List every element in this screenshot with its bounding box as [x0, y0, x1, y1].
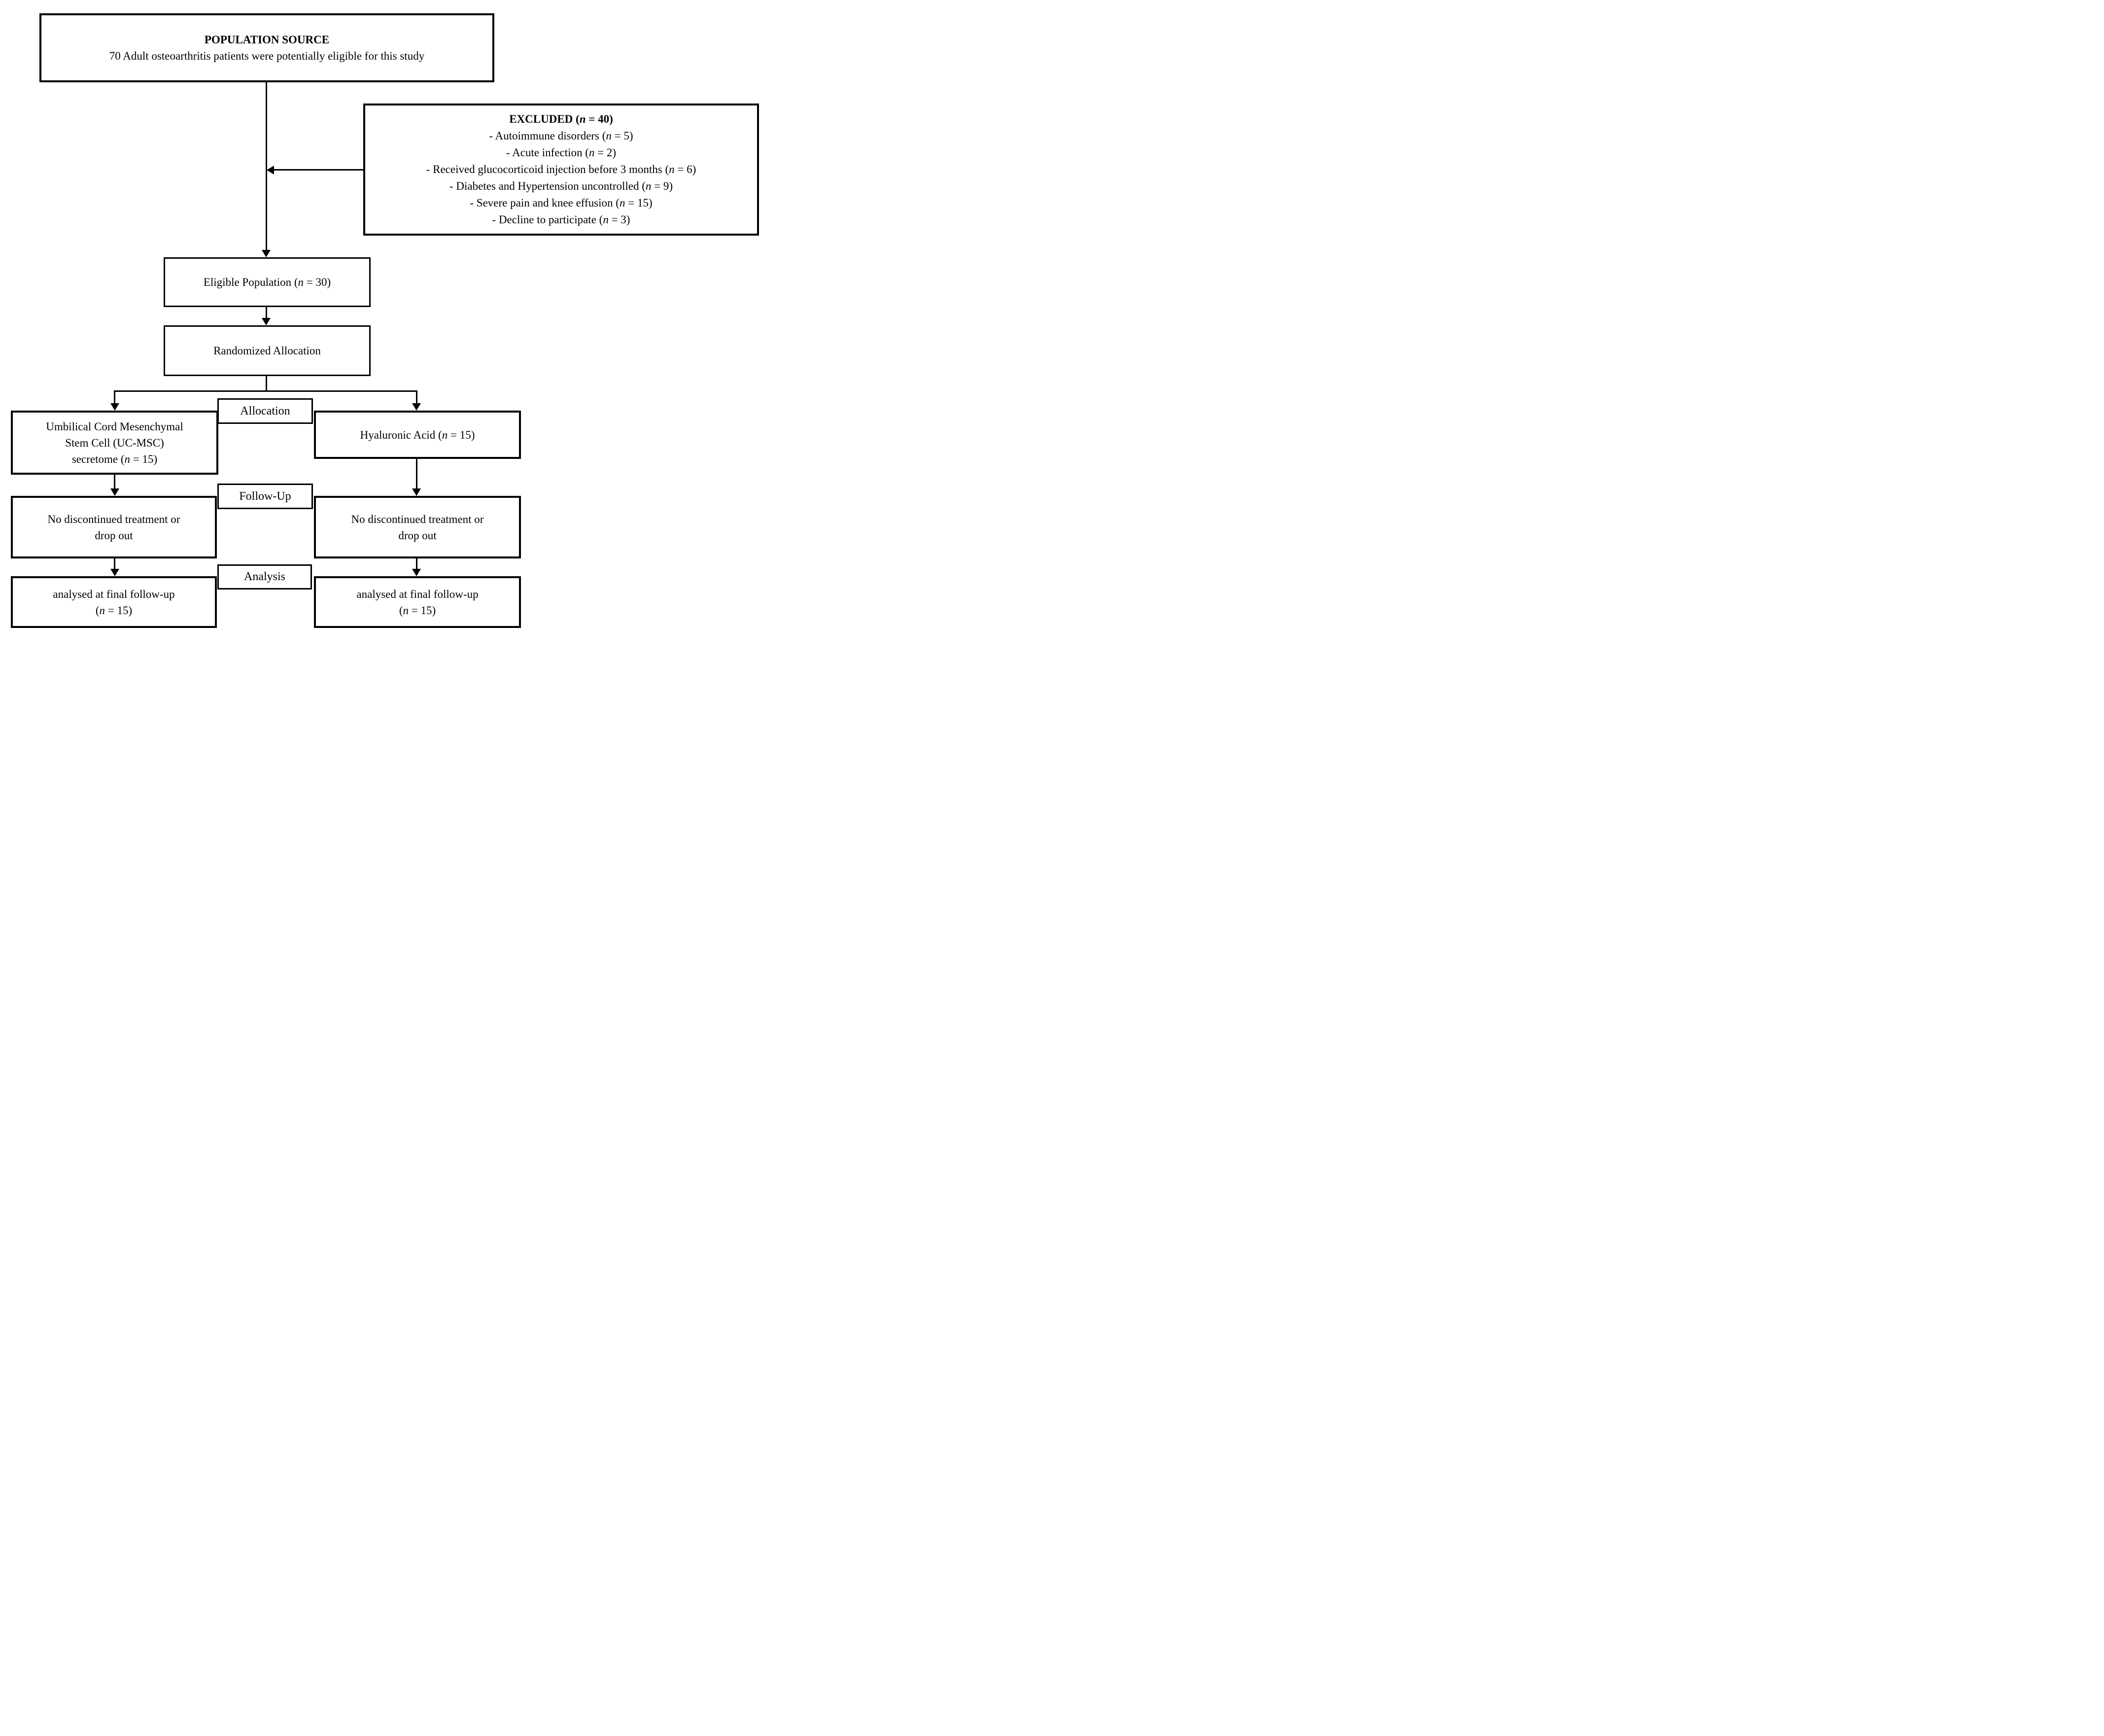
- ucmsc-arm-line: Stem Cell (UC-MSC): [65, 436, 164, 449]
- followup-left-box: No discontinued treatment or drop out: [11, 496, 217, 558]
- line-eligible-to-randomized: [266, 307, 267, 319]
- arrowhead-into-eligible: [262, 250, 271, 257]
- analysis-left-line: (n = 15): [95, 604, 133, 617]
- followup-left-line: drop out: [95, 529, 133, 542]
- population-source-title: POPULATION SOURCE: [204, 34, 330, 46]
- excluded-box: EXCLUDED (n = 40) - Autoimmune disorders…: [363, 104, 759, 236]
- analysis-stage-label: Analysis: [244, 570, 285, 583]
- analysis-right-line: analysed at final follow-up: [356, 588, 479, 600]
- consort-flow-diagram: POPULATION SOURCE 70 Adult osteoarthriti…: [0, 0, 761, 631]
- ucmsc-arm-line: Umbilical Cord Mesenchymal: [46, 420, 183, 433]
- arrowhead-into-randomized: [262, 318, 271, 325]
- analysis-right-line: (n = 15): [399, 604, 436, 617]
- arrowhead-excluded-left: [267, 166, 274, 174]
- randomized-allocation-label: Randomized Allocation: [213, 345, 321, 357]
- eligible-population-label: Eligible Population (n = 30): [203, 276, 331, 288]
- hyaluronic-arm-box: Hyaluronic Acid (n = 15): [314, 411, 521, 459]
- population-source-subtitle: 70 Adult osteoarthritis patients were po…: [109, 50, 425, 62]
- arrowhead-into-ucmsc: [110, 403, 119, 411]
- excluded-item: - Received glucocorticoid injection befo…: [426, 163, 696, 175]
- excluded-title: EXCLUDED (n = 40): [509, 113, 613, 125]
- analysis-right-box: analysed at final follow-up (n = 15): [314, 576, 521, 628]
- followup-right-line: drop out: [398, 529, 437, 542]
- line-ucmsc-to-followup: [114, 475, 115, 489]
- ucmsc-arm-line: secretome (n = 15): [71, 452, 158, 465]
- population-source-box: POPULATION SOURCE 70 Adult osteoarthriti…: [39, 13, 494, 82]
- arrowhead-into-analysis-left: [110, 569, 119, 576]
- followup-stage-label: Follow-Up: [239, 489, 291, 503]
- analysis-stage-label-box: Analysis: [217, 564, 312, 590]
- arrowhead-into-followup-left: [110, 488, 119, 496]
- followup-stage-label-box: Follow-Up: [217, 484, 313, 509]
- excluded-item: - Diabetes and Hypertension uncontrolled…: [449, 180, 673, 192]
- randomized-allocation-box: Randomized Allocation: [164, 325, 371, 376]
- hyaluronic-arm-line: Hyaluronic Acid (n = 15): [360, 428, 475, 441]
- excluded-item: - Decline to participate (n = 3): [492, 213, 630, 226]
- excluded-item: - Autoimmune disorders (n = 5): [489, 130, 633, 142]
- line-hyaluronic-to-followup: [416, 459, 417, 489]
- arrowhead-into-followup-right: [412, 488, 421, 496]
- line-followup-left-to-analysis: [114, 558, 115, 569]
- arrowhead-into-hyaluronic: [412, 403, 421, 411]
- eligible-population-box: Eligible Population (n = 30): [164, 257, 371, 307]
- branch-right-line: [416, 390, 417, 404]
- line-followup-right-to-analysis: [416, 558, 417, 569]
- analysis-left-box: analysed at final follow-up (n = 15): [11, 576, 217, 628]
- line-randomized-to-branch: [266, 376, 267, 391]
- followup-left-line: No discontinued treatment or: [47, 513, 180, 525]
- allocation-stage-label: Allocation: [240, 404, 290, 417]
- excluded-item: - Severe pain and knee effusion (n = 15): [470, 197, 653, 209]
- allocation-stage-label-box: Allocation: [217, 398, 313, 424]
- followup-right-line: No discontinued treatment or: [351, 513, 484, 525]
- excluded-item: - Acute infection (n = 2): [506, 146, 617, 159]
- branch-left-line: [114, 390, 115, 404]
- branch-horizontal-line: [114, 390, 417, 392]
- line-population-to-eligible: [266, 82, 267, 250]
- arrowhead-into-analysis-right: [412, 569, 421, 576]
- analysis-left-line: analysed at final follow-up: [53, 588, 175, 600]
- followup-right-box: No discontinued treatment or drop out: [314, 496, 521, 558]
- line-excluded-to-mainline: [274, 169, 363, 171]
- ucmsc-arm-box: Umbilical Cord Mesenchymal Stem Cell (UC…: [11, 411, 218, 475]
